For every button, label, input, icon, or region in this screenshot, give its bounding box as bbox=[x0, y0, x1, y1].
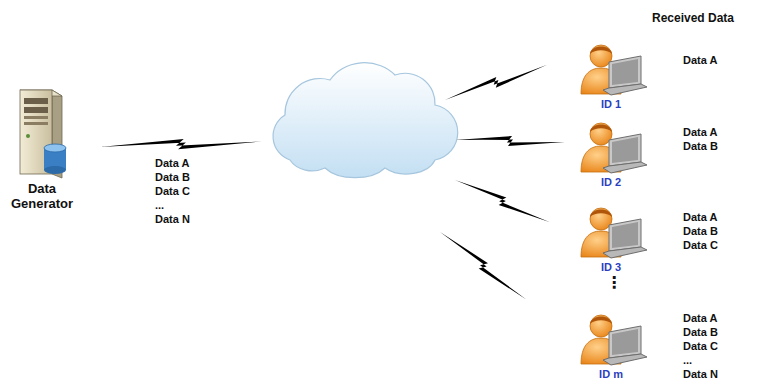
data-item: Data A bbox=[683, 126, 717, 139]
user-laptop-icon bbox=[571, 312, 651, 368]
data-item: Data A bbox=[155, 157, 189, 170]
data-item-holder: Data B bbox=[683, 140, 718, 153]
data-item-holder: Data N bbox=[683, 368, 718, 381]
user-id: ID 3 bbox=[601, 261, 621, 274]
user-id: ID m bbox=[599, 368, 623, 381]
data-item-holder: Data A bbox=[683, 312, 717, 325]
data-item: Data N bbox=[155, 213, 190, 226]
user-node: ID 3 bbox=[566, 205, 656, 274]
user-laptop-icon bbox=[571, 205, 651, 261]
server-icon bbox=[12, 86, 72, 182]
column-heading-holder: Received Data bbox=[652, 12, 734, 26]
data-item: Data B bbox=[155, 171, 190, 184]
ellipsis-mark: ⋮ bbox=[606, 274, 622, 292]
data-item-holder: Data C bbox=[683, 239, 718, 252]
data-item: ... bbox=[683, 354, 692, 367]
data-item: Data B bbox=[683, 225, 718, 238]
user-node: ID m bbox=[566, 312, 656, 381]
data-item: Data C bbox=[683, 340, 718, 353]
data-item: Data A bbox=[683, 211, 717, 224]
server-node: Data Generator bbox=[2, 86, 82, 212]
data-item-holder: Data A bbox=[683, 126, 717, 139]
data-item-holder: Data A bbox=[683, 211, 717, 224]
network-cloud bbox=[273, 63, 458, 178]
user-laptop-icon bbox=[571, 42, 651, 98]
data-item: ... bbox=[155, 199, 164, 212]
data-item: Data C bbox=[155, 185, 190, 198]
lightning-bolt bbox=[100, 60, 565, 304]
data-item-holder: Data A bbox=[155, 157, 189, 170]
node-label: Data Generator bbox=[2, 182, 82, 212]
user-id: ID 1 bbox=[601, 98, 621, 111]
data-item-holder: Data A bbox=[683, 54, 717, 67]
data-item: Data C bbox=[683, 239, 718, 252]
data-item: Data B bbox=[683, 326, 718, 339]
data-item: Data B bbox=[683, 140, 718, 153]
data-item-holder: Data C bbox=[683, 340, 718, 353]
data-item-holder: Data B bbox=[683, 225, 718, 238]
data-item: Data N bbox=[683, 368, 718, 381]
data-item-holder: Data B bbox=[155, 171, 190, 184]
data-item: Data A bbox=[683, 312, 717, 325]
user-node: ID 2 bbox=[566, 120, 656, 189]
ellipsis-mark-holder: ⋮ bbox=[606, 274, 622, 292]
user-laptop-icon bbox=[571, 120, 651, 176]
data-item: Data A bbox=[683, 54, 717, 67]
data-item-holder: ... bbox=[155, 199, 164, 212]
data-item-holder: Data B bbox=[683, 326, 718, 339]
data-item-holder: Data N bbox=[155, 213, 190, 226]
data-item-holder: ... bbox=[683, 354, 692, 367]
column-heading: Received Data bbox=[652, 12, 734, 26]
user-node: ID 1 bbox=[566, 42, 656, 111]
user-id: ID 2 bbox=[601, 176, 621, 189]
data-item-holder: Data C bbox=[155, 185, 190, 198]
